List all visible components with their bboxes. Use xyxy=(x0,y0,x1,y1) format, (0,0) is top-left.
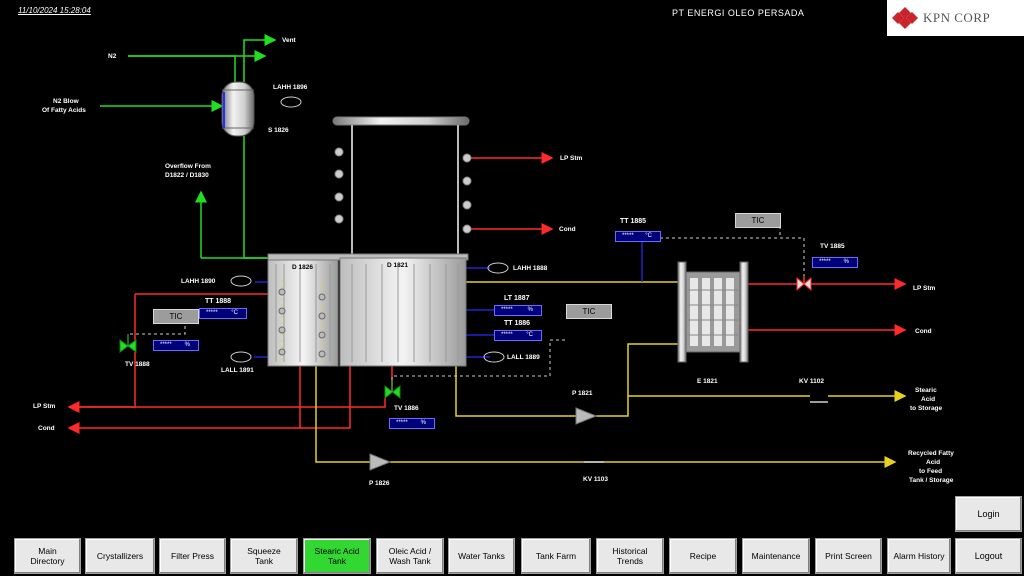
label-recycled-3: to Feed xyxy=(919,468,943,475)
nav-historical-trends[interactable]: Historical Trends xyxy=(596,538,664,574)
tic-controller-left[interactable]: TIC xyxy=(153,309,199,324)
company-name: PT ENERGI OLEO PERSADA xyxy=(672,8,805,18)
label-tv-1885: TV 1885 xyxy=(820,243,845,250)
label-stearic: Stearic xyxy=(915,387,937,394)
label-lp-stm-top: LP Stm xyxy=(560,155,583,162)
nav-stearic-acid-tank[interactable]: Stearic Acid Tank xyxy=(303,538,371,574)
nav-alarm-history[interactable]: Alarm History xyxy=(887,538,951,574)
label-kv-1102: KV 1102 xyxy=(799,378,824,385)
label-overflow-2: D1822 / D1830 xyxy=(165,172,209,179)
display-tt-1886[interactable]: *****°C xyxy=(494,330,542,341)
label-tv-1888: TV 1888 xyxy=(125,361,150,368)
display-tv-1886[interactable]: *****% xyxy=(389,418,435,429)
label-tt-1888: TT 1888 xyxy=(205,298,232,305)
label-stearic-2: Acid xyxy=(921,396,936,403)
label-lahh-1890: LAHH 1890 xyxy=(181,278,216,285)
steam-lines xyxy=(67,152,907,434)
label-lp-stm-left: LP Stm xyxy=(33,403,56,410)
label-recycled: Recycled Fatty xyxy=(908,450,954,457)
display-tt-1888[interactable]: *****°C xyxy=(199,308,247,319)
label-recycled-4: Tank / Storage xyxy=(909,477,954,484)
label-tt-1886: TT 1886 xyxy=(504,320,531,327)
display-tv-1888[interactable]: *****% xyxy=(153,340,199,351)
n2-lines xyxy=(100,34,277,259)
label-lall-1889: LALL 1889 xyxy=(507,354,540,361)
pump-p1821 xyxy=(575,407,598,425)
valve-tv1888 xyxy=(119,334,137,353)
nav-print-screen[interactable]: Print Screen xyxy=(815,538,882,574)
label-lahh-1896: LAHH 1896 xyxy=(273,84,308,91)
label-p-1821: P 1821 xyxy=(572,390,593,397)
control-lines xyxy=(127,226,805,380)
heat-exchanger-e1821 xyxy=(677,261,749,363)
nav-filter-press[interactable]: Filter Press xyxy=(159,538,226,574)
label-cond-top: Cond xyxy=(559,226,576,233)
timestamp: 11/10/2024 15:28:04 xyxy=(18,6,91,15)
nav-crystallizers[interactable]: Crystallizers xyxy=(85,538,155,574)
display-tt-1885[interactable]: *****°C xyxy=(615,231,661,242)
display-lt-1887[interactable]: *****% xyxy=(494,305,542,316)
company-logo: KPN CORP xyxy=(887,0,1024,36)
label-p-1826: P 1826 xyxy=(369,480,390,487)
level-switches xyxy=(230,96,509,363)
crystallizer-hood xyxy=(332,116,472,255)
label-d-1821: D 1821 xyxy=(387,262,408,269)
valve-tv1885 xyxy=(796,276,812,292)
logout-button[interactable]: Logout xyxy=(955,538,1022,574)
nav-main-directory[interactable]: Main Directory xyxy=(14,538,81,574)
label-overflow: Overflow From xyxy=(165,163,211,170)
label-n2: N2 xyxy=(108,53,117,60)
separator-s1826 xyxy=(221,81,255,137)
tank-d1826 xyxy=(267,257,339,367)
nav-maintenance[interactable]: Maintenance xyxy=(742,538,810,574)
label-lall-1891: LALL 1891 xyxy=(221,367,254,374)
label-recycled-2: Acid xyxy=(926,459,941,466)
tank-d1821 xyxy=(267,253,469,367)
label-n2-blow-2: Of Fatty Acids xyxy=(42,107,86,114)
nav-water-tanks[interactable]: Water Tanks xyxy=(448,538,515,574)
label-vent: Vent xyxy=(282,37,296,44)
label-lt-1887: LT 1887 xyxy=(504,295,530,302)
label-e-1821: E 1821 xyxy=(697,378,718,385)
valve-tv1886 xyxy=(384,380,401,400)
label-cond-left: Cond xyxy=(38,425,55,432)
tic-controller-middle[interactable]: TIC xyxy=(566,304,612,319)
label-s-1826: S 1826 xyxy=(268,127,289,134)
logo-text: KPN CORP xyxy=(923,10,991,25)
nav-oleic-acid-wash-tank[interactable]: Oleic Acid / Wash Tank xyxy=(376,538,444,574)
label-kv-1103: KV 1103 xyxy=(583,476,608,483)
label-cond-right: Cond xyxy=(915,328,932,335)
label-d-1826: D 1826 xyxy=(292,264,313,271)
label-lahh-1888: LAHH 1888 xyxy=(513,265,548,272)
nav-tank-farm[interactable]: Tank Farm xyxy=(521,538,591,574)
pump-p1826 xyxy=(369,453,392,471)
display-tv-1885[interactable]: *****% xyxy=(812,257,858,268)
tic-controller-right[interactable]: TIC xyxy=(735,213,781,228)
nav-recipe[interactable]: Recipe xyxy=(669,538,737,574)
kpn-logo-icon xyxy=(892,7,918,29)
login-button[interactable]: Login xyxy=(955,496,1022,532)
label-n2-blow: N2 Blow xyxy=(53,98,79,105)
label-tt-1885: TT 1885 xyxy=(620,218,647,225)
label-stearic-3: to Storage xyxy=(910,405,943,412)
label-lp-stm-right: LP Stm xyxy=(913,285,936,292)
label-tv-1886: TV 1886 xyxy=(394,405,419,412)
nav-squeeze-tank[interactable]: Squeeze Tank xyxy=(230,538,298,574)
